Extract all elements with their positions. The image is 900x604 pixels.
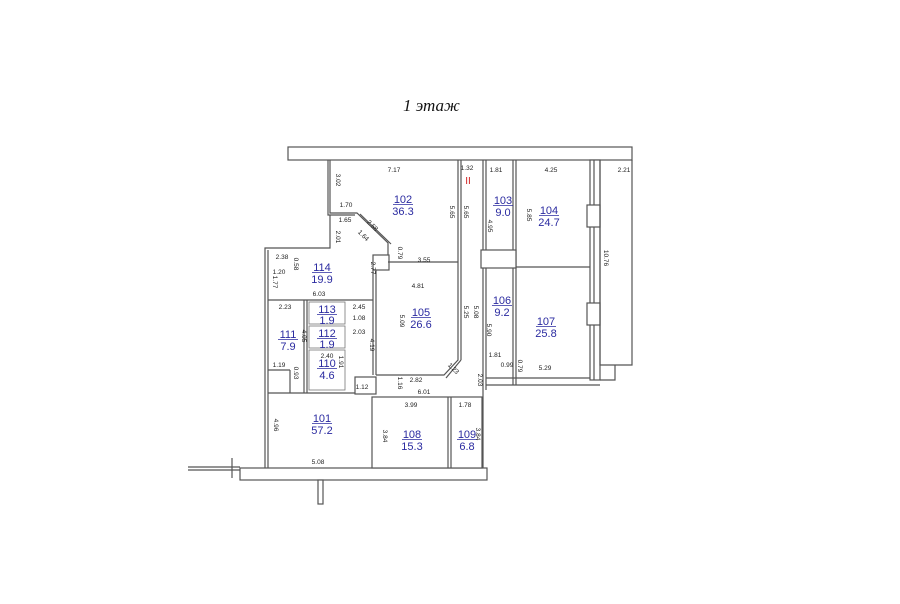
room-area: 9.2 bbox=[494, 307, 509, 319]
dimension-label: 5.09 bbox=[398, 315, 405, 328]
dimension-label: 1.70 bbox=[340, 202, 353, 209]
dimension-label: 4.19 bbox=[368, 339, 375, 352]
dimension-label: 0.79 bbox=[396, 247, 403, 260]
section-marker: II bbox=[465, 176, 471, 187]
room-number: 110 bbox=[318, 358, 336, 370]
room-number: 106 bbox=[493, 295, 511, 307]
dimension-label: 5.65 bbox=[448, 206, 455, 219]
dimension-label: 5.25 bbox=[462, 306, 469, 319]
room-area: 4.6 bbox=[319, 370, 334, 382]
dimension-label: 2.23 bbox=[279, 304, 292, 311]
dimension-label: 6.01 bbox=[418, 389, 431, 396]
dimension-label: 2.82 bbox=[410, 377, 423, 384]
room-area: 15.3 bbox=[401, 441, 422, 453]
dimension-label: 3.02 bbox=[334, 174, 341, 187]
dimension-label: 10.76 bbox=[602, 250, 609, 267]
room-area: 1.9 bbox=[319, 339, 334, 351]
dimension-label: 0.58 bbox=[292, 258, 299, 271]
dimension-label: 1.81 bbox=[490, 167, 503, 174]
room-number: 112 bbox=[318, 328, 336, 340]
room-area: 26.6 bbox=[410, 319, 431, 331]
dimension-label: 1.20 bbox=[273, 269, 286, 276]
room-number: 108 bbox=[403, 429, 421, 441]
dimension-label: 1.16 bbox=[396, 377, 403, 390]
walls bbox=[188, 146, 633, 505]
dimension-label: 3.99 bbox=[405, 402, 418, 409]
room-number: 104 bbox=[540, 205, 558, 217]
room-area: 6.8 bbox=[459, 441, 474, 453]
dimension-label: 2.45 bbox=[353, 304, 366, 311]
dimension-label: 5.85 bbox=[525, 209, 532, 222]
dimension-label: 1.81 bbox=[489, 352, 502, 359]
room-number: 113 bbox=[318, 304, 336, 316]
dimension-label: 5.08 bbox=[472, 306, 479, 319]
room-number: 105 bbox=[412, 307, 430, 319]
dimension-label: 5.90 bbox=[485, 324, 492, 337]
dimension-label: 3.84 bbox=[474, 428, 481, 441]
floor-title: 1 этаж bbox=[403, 96, 460, 115]
room-number: 111 bbox=[280, 329, 297, 341]
dimension-label: 7.17 bbox=[388, 167, 401, 174]
dimension-label: 0.93 bbox=[292, 367, 299, 380]
dimension-label: 1.78 bbox=[459, 402, 472, 409]
room-area: 57.2 bbox=[311, 425, 332, 437]
room-area: 36.3 bbox=[392, 206, 413, 218]
dimension-label: 1.91 bbox=[337, 356, 344, 369]
dimension-label: 0.79 bbox=[516, 360, 523, 373]
dimension-label: 0.99 bbox=[501, 362, 514, 369]
dimension-label: 1.65 bbox=[339, 217, 352, 224]
room-area: 1.9 bbox=[319, 315, 334, 327]
dimension-label: 3.84 bbox=[381, 430, 388, 443]
room-number: 114 bbox=[313, 262, 331, 274]
dimension-label: 3.55 bbox=[418, 257, 431, 264]
dimension-label: 1.77 bbox=[271, 276, 278, 289]
dimension-label: 4.96 bbox=[272, 419, 279, 432]
dimension-label: 2.21 bbox=[618, 167, 631, 174]
room-area: 25.8 bbox=[535, 328, 556, 340]
dimension-label: 2.03 bbox=[476, 374, 483, 387]
room-number: 101 bbox=[313, 413, 331, 425]
dimension-label: 1.12 bbox=[356, 384, 369, 391]
room-number: 103 bbox=[494, 195, 512, 207]
room-area: 24.7 bbox=[538, 217, 559, 229]
dimension-label: 4.25 bbox=[545, 167, 558, 174]
dimension-label: 1.64 bbox=[356, 229, 370, 243]
dimension-label: 2.77 bbox=[369, 262, 376, 275]
dimension-label: 2.01 bbox=[334, 231, 341, 244]
room-area: 9.0 bbox=[495, 207, 510, 219]
dimension-label: 2.38 bbox=[276, 254, 289, 261]
dimension-label: 1.08 bbox=[353, 315, 366, 322]
dimension-label: 4.81 bbox=[412, 283, 425, 290]
room-area: 19.9 bbox=[311, 274, 332, 286]
dimension-label: 2.40 bbox=[321, 353, 334, 360]
dimension-label: 6.03 bbox=[313, 291, 326, 298]
dimension-label: 1.32 bbox=[461, 165, 474, 172]
room-number: 102 bbox=[394, 194, 412, 206]
room-area: 7.9 bbox=[280, 341, 295, 353]
dimension-label: 5.29 bbox=[539, 365, 552, 372]
dimension-label: 4.95 bbox=[486, 220, 493, 233]
dimension-label: 1.19 bbox=[273, 362, 286, 369]
dimension-label: 2.03 bbox=[353, 329, 366, 336]
dimension-label: 5.65 bbox=[462, 206, 469, 219]
dimension-label: 4.05 bbox=[300, 330, 307, 343]
dimension-label: 5.08 bbox=[312, 459, 325, 466]
room-number: 109 bbox=[458, 429, 476, 441]
room-number: 107 bbox=[537, 316, 555, 328]
